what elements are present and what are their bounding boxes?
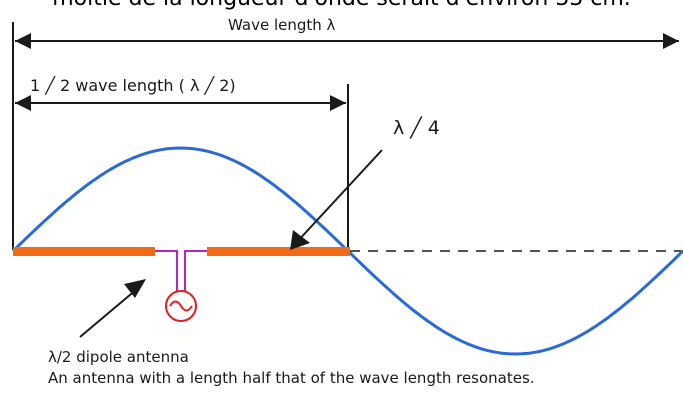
quarter-pointer-arrow [295, 149, 383, 244]
antenna-right-element [207, 247, 350, 256]
wavelength-label: Wave length λ [228, 16, 336, 34]
ac-source-icon [165, 290, 197, 322]
quarter-wavelength-label: λ ╱ 4 [393, 116, 440, 139]
feed-line [155, 250, 207, 292]
arrow-icon [124, 279, 146, 298]
antenna-name-label: λ/2 dipole antenna [48, 348, 189, 366]
antenna-description: An antenna with a length half that of th… [48, 369, 535, 387]
arrow-icon [290, 230, 310, 250]
top-caption: moitié de la longueur d'onde serait d'en… [0, 0, 683, 11]
antenna-pointer-arrow [79, 288, 138, 338]
half-wavelength-label: 1 ╱ 2 wave length ( λ ╱ 2) [30, 76, 236, 95]
antenna-left-element [13, 247, 155, 256]
